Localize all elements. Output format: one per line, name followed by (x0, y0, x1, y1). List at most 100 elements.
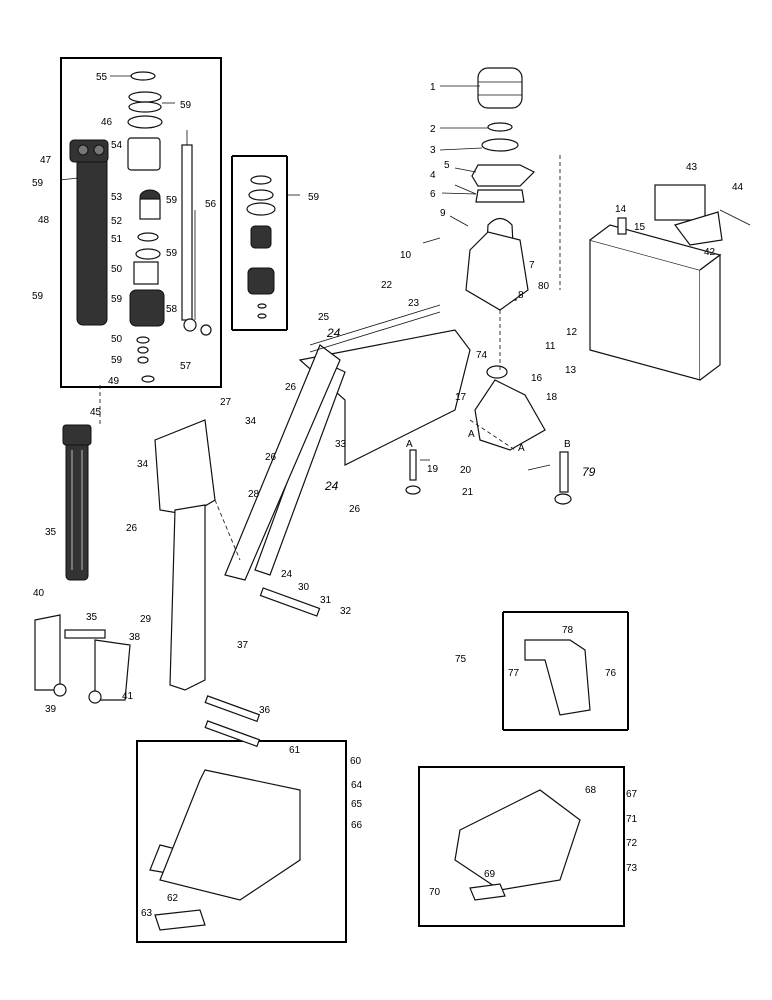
callout-13: 13 (565, 365, 577, 376)
callout-24-a: 24 (326, 326, 341, 340)
callout-27: 27 (220, 397, 232, 408)
mainframe-mounting-bracket (589, 184, 751, 381)
pins (204, 449, 572, 748)
callout-9: 9 (440, 208, 446, 219)
callout-B: B (564, 439, 571, 450)
callout-32: 32 (340, 606, 352, 617)
callout-35-a: 35 (45, 527, 57, 538)
callout-69: 69 (484, 869, 496, 880)
callout-73: 73 (626, 863, 638, 874)
callout-74: 74 (476, 350, 488, 361)
callout-50-a: 50 (111, 264, 123, 275)
callout-34-b: 34 (137, 459, 149, 470)
callout-59-c: 59 (166, 248, 178, 259)
center-lines (99, 155, 561, 561)
callout-67: 67 (626, 789, 638, 800)
callout-64: 64 (351, 780, 363, 791)
callout-65: 65 (351, 799, 363, 810)
callout-18: 18 (546, 392, 558, 403)
boom-arm (224, 304, 471, 581)
callout-33: 33 (335, 439, 347, 450)
callout-35-b: 35 (86, 612, 98, 623)
callout-24-c: 24 (281, 569, 293, 580)
callout-61: 61 (289, 745, 301, 756)
callout-38: 38 (129, 632, 141, 643)
callout-A-c: A (518, 443, 525, 454)
bucket-linkage (34, 614, 131, 704)
callout-52: 52 (111, 216, 123, 227)
callout-42: 42 (704, 247, 716, 258)
callout-75: 75 (455, 654, 467, 665)
callout-43: 43 (686, 162, 698, 173)
callout-51: 51 (111, 234, 123, 245)
swing-motor (477, 67, 523, 152)
bracket-inset-box (502, 611, 629, 731)
callout-8: 8 (518, 290, 524, 301)
seal-kit-inset-box (231, 155, 288, 331)
callout-40: 40 (33, 588, 45, 599)
callout-labels: 1 2 3 4 5 6 7 8 9 10 11 12 13 14 15 16 1… (32, 72, 744, 919)
callout-70: 70 (429, 887, 441, 898)
callout-26-c: 26 (126, 523, 138, 534)
callout-77: 77 (508, 668, 520, 679)
callout-22: 22 (381, 280, 393, 291)
callout-53: 53 (111, 192, 123, 203)
callout-72: 72 (626, 838, 638, 849)
callout-15: 15 (634, 222, 646, 233)
callout-50-b: 50 (111, 334, 123, 345)
callout-59-e: 59 (111, 355, 123, 366)
dipper-stick (154, 419, 216, 691)
callout-16: 16 (531, 373, 543, 384)
callout-4: 4 (430, 170, 436, 181)
callout-44: 44 (732, 182, 744, 193)
leader-lines (59, 75, 551, 471)
piston-rod (181, 130, 212, 336)
callout-59-d: 59 (111, 294, 123, 305)
callout-39: 39 (45, 704, 57, 715)
callout-10: 10 (400, 250, 412, 261)
callout-36: 36 (259, 705, 271, 716)
callout-19: 19 (427, 464, 439, 475)
callout-41: 41 (122, 691, 134, 702)
callout-59-b: 59 (166, 195, 178, 206)
callout-46: 46 (101, 117, 113, 128)
callout-3: 3 (430, 145, 436, 156)
callout-20: 20 (460, 465, 472, 476)
callout-26-b: 26 (265, 452, 277, 463)
callout-58: 58 (166, 304, 178, 315)
callout-59-g: 59 (32, 291, 44, 302)
callout-31: 31 (320, 595, 332, 606)
callout-60: 60 (350, 756, 362, 767)
callout-56: 56 (205, 199, 217, 210)
bucket-right (454, 789, 581, 901)
callout-26-d: 26 (349, 504, 361, 515)
callout-24-b: 24 (324, 479, 339, 493)
callout-57: 57 (180, 361, 192, 372)
cylinder-gland-stack (127, 71, 165, 383)
callout-59-f: 59 (32, 178, 44, 189)
callout-71: 71 (626, 814, 638, 825)
callout-80: 80 (538, 281, 550, 292)
hydraulic-cylinder-barrel (69, 139, 109, 326)
callout-6: 6 (430, 189, 436, 200)
boom-cylinder (62, 424, 92, 581)
swing-pivot-bracket (474, 365, 546, 451)
callout-14: 14 (615, 204, 627, 215)
callout-55: 55 (96, 72, 108, 83)
callout-37: 37 (237, 640, 249, 651)
callout-59-a: 59 (180, 100, 192, 111)
callout-7: 7 (529, 260, 535, 271)
callout-1: 1 (430, 82, 436, 93)
callout-2: 2 (430, 124, 436, 135)
callout-23: 23 (408, 298, 420, 309)
callout-62: 62 (167, 893, 179, 904)
callout-21: 21 (462, 487, 474, 498)
callout-76: 76 (605, 668, 617, 679)
swing-casting (465, 164, 536, 311)
callout-5: 5 (444, 160, 450, 171)
callout-59-h: 59 (308, 192, 320, 203)
callout-A-a: A (406, 439, 413, 450)
callout-A-b: A (468, 429, 475, 440)
callout-30: 30 (298, 582, 310, 593)
